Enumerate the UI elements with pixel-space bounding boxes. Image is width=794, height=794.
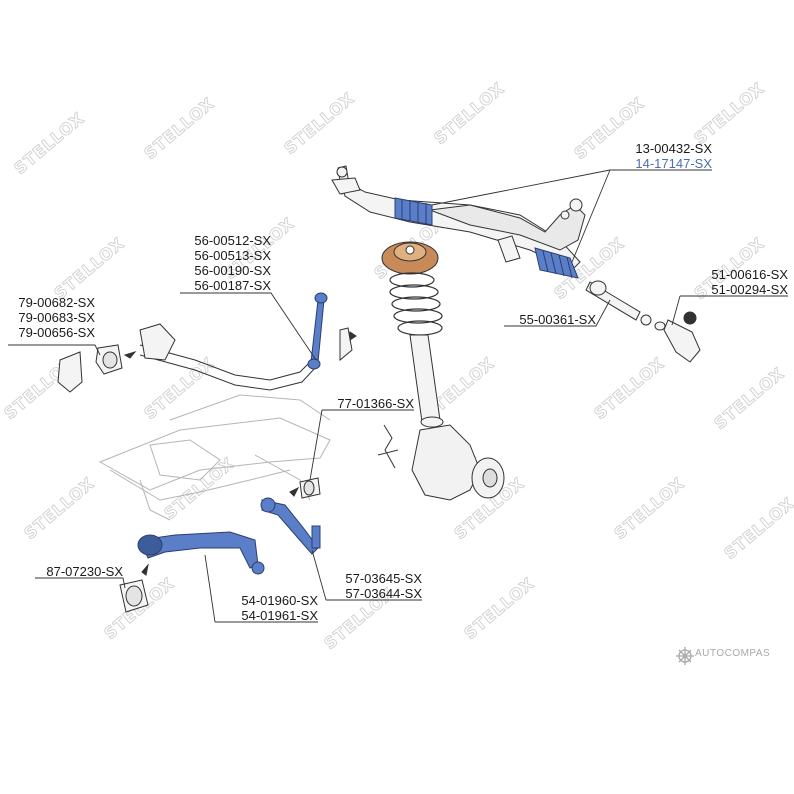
strut-mount	[381, 241, 439, 275]
strut-arm	[260, 497, 321, 555]
watermark-text: STELLOX	[720, 494, 794, 564]
steering-knuckle	[411, 424, 505, 501]
watermark-text: STELLOX	[140, 94, 218, 164]
stabilizer-bar	[139, 344, 316, 391]
arrows	[123, 331, 357, 576]
watermark-text: STELLOX	[50, 234, 128, 304]
watermark-text: STELLOX	[590, 354, 668, 424]
stabilizer-link	[307, 292, 328, 370]
coil-spring	[389, 272, 443, 336]
label-51-00616-sx[interactable]: 51-00616-SX	[711, 267, 788, 282]
tie-rod-end-right	[663, 311, 701, 363]
label-79-00682-sx[interactable]: 79-00682-SX	[18, 295, 95, 310]
stabilizer-bracket	[57, 323, 353, 393]
inner-tie-rod	[585, 280, 666, 331]
autocompas-logo-icon	[676, 647, 694, 665]
label-87-07230-sx[interactable]: 87-07230-SX	[46, 564, 123, 579]
watermark-text: STELLOX	[10, 109, 88, 179]
rack-boot-right	[534, 247, 579, 279]
label-57-03645-sx[interactable]: 57-03645-SX	[345, 571, 422, 586]
rack-boot-left	[394, 197, 433, 226]
lower-arm-bushing	[119, 579, 149, 613]
label-57-03644-sx[interactable]: 57-03644-SX	[345, 586, 422, 601]
tie-rod-end-left	[331, 166, 361, 195]
autocompas-brand: AUTOCOMPAS	[695, 648, 771, 659]
stabilizer-bushing	[95, 344, 123, 375]
leader-lines	[8, 169, 788, 623]
label-54-01960-sx[interactable]: 54-01960-SX	[241, 593, 318, 608]
watermark-text: STELLOX	[20, 474, 98, 544]
bracket	[377, 424, 399, 469]
label-77-01366-sx[interactable]: 77-01366-SX	[337, 396, 414, 411]
label-56-00512-sx[interactable]: 56-00512-SX	[194, 233, 271, 248]
shock-absorber	[409, 334, 444, 428]
watermark-text: STELLOX	[280, 89, 358, 159]
label-56-00190-sx[interactable]: 56-00190-SX	[194, 263, 271, 278]
label-13-00432-sx[interactable]: 13-00432-SX	[635, 141, 712, 156]
label-56-00187-sx[interactable]: 56-00187-SX	[194, 278, 271, 293]
label-55-00361-sx[interactable]: 55-00361-SX	[519, 312, 596, 327]
lower-control-arm	[137, 531, 265, 575]
watermark-text: STELLOX	[430, 79, 508, 149]
label-56-00513-sx[interactable]: 56-00513-SX	[194, 248, 271, 263]
label-54-01961-sx[interactable]: 54-01961-SX	[241, 608, 318, 623]
label-14-17147-sx[interactable]: 14-17147-SX	[635, 156, 712, 171]
watermark-text: STELLOX	[160, 454, 238, 524]
strut-arm-bushing	[299, 477, 321, 499]
label-51-00294-sx[interactable]: 51-00294-SX	[711, 282, 788, 297]
watermark-text: STELLOX	[610, 474, 688, 544]
watermark-text: STELLOX	[460, 574, 538, 644]
subframe	[98, 394, 331, 521]
label-79-00683-sx[interactable]: 79-00683-SX	[18, 310, 95, 325]
watermark-text: STELLOX	[710, 364, 788, 434]
watermark-text: STELLOX	[690, 79, 768, 149]
label-79-00656-sx[interactable]: 79-00656-SX	[18, 325, 95, 340]
